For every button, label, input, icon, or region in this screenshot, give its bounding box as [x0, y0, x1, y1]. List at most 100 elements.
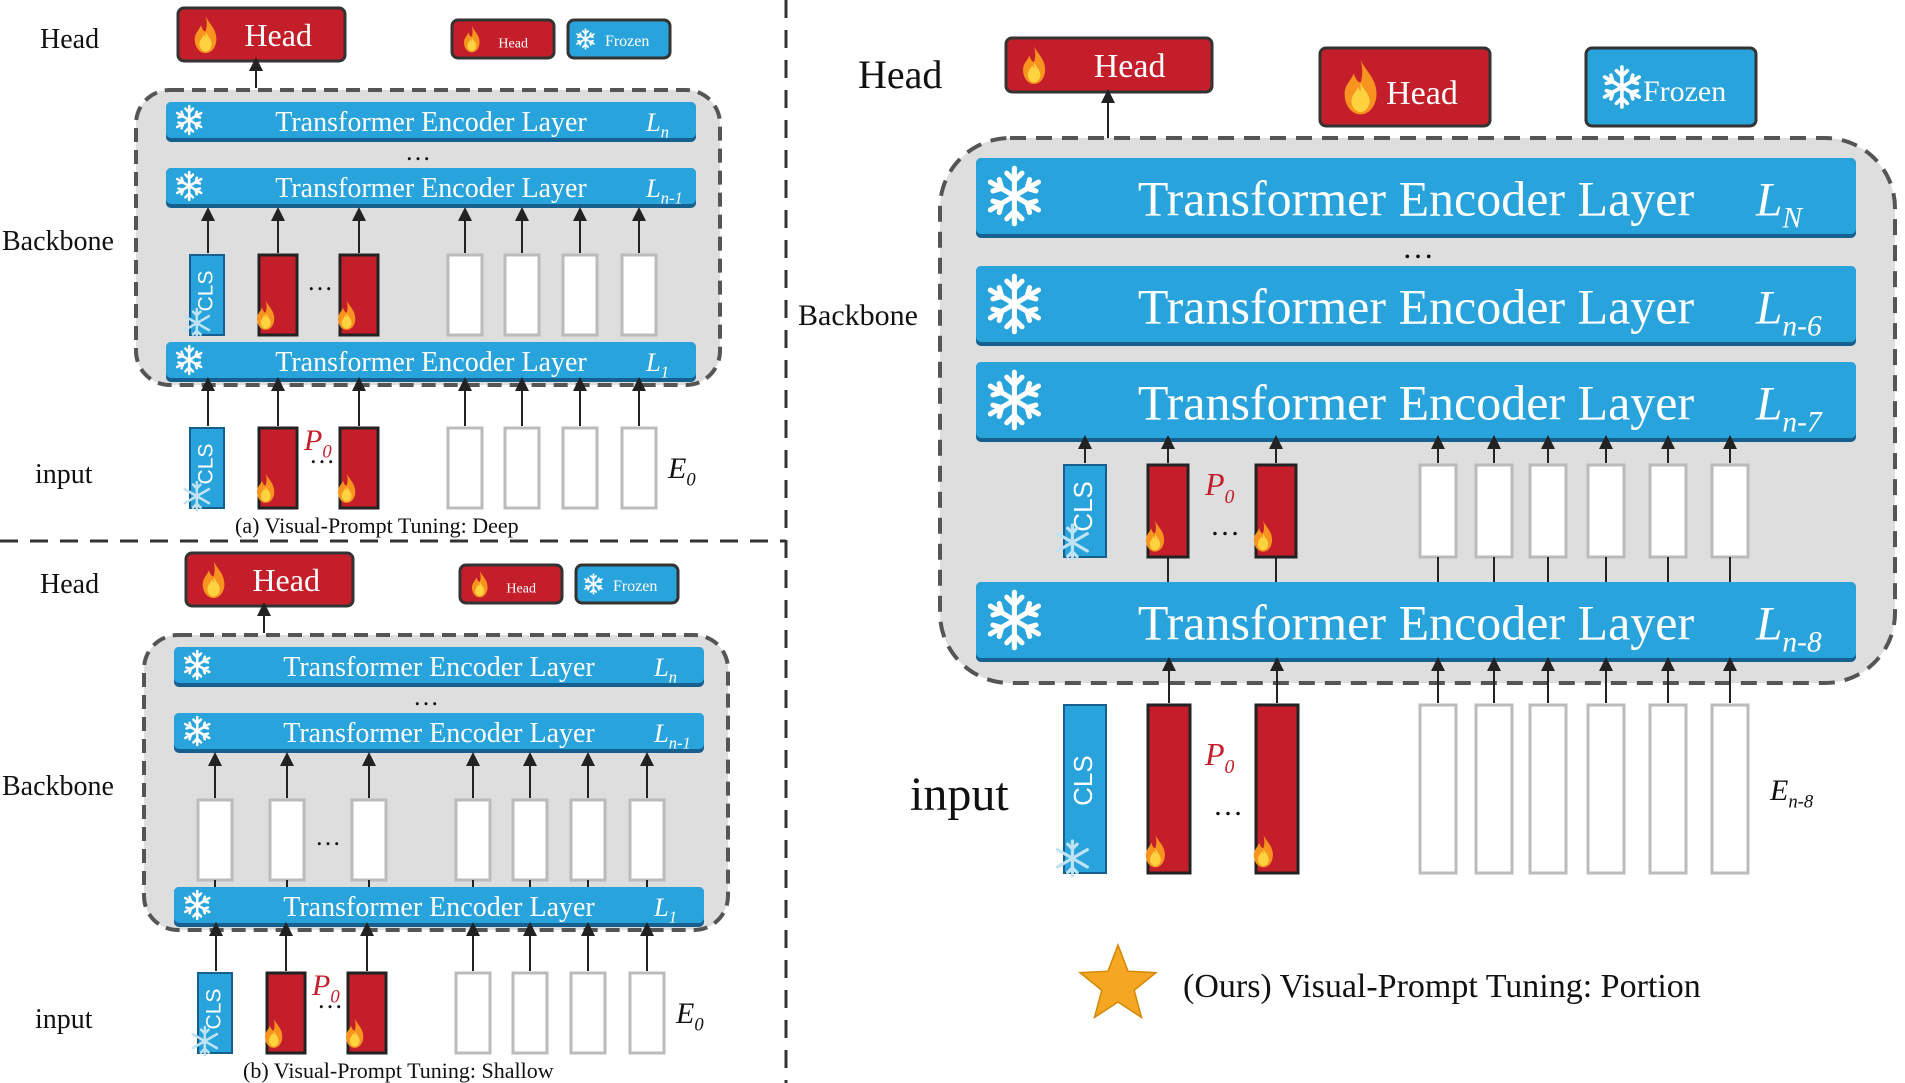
head-label: Head — [40, 24, 99, 55]
input-prompt-token — [1253, 703, 1300, 875]
layer-label: Transformer Encoder Layer — [1138, 375, 1695, 431]
layer-dots: … — [405, 137, 431, 166]
layer-dots: … — [1402, 229, 1434, 265]
frozen-box — [566, 18, 672, 60]
input-label: input — [35, 1004, 93, 1035]
frozen-label: Frozen — [1643, 75, 1726, 108]
layer-index: Ln — [645, 107, 669, 142]
patch-token-box — [350, 798, 388, 882]
token-dots: … — [1210, 509, 1240, 542]
cls-label: CLS — [203, 988, 226, 1029]
input-patch-token — [628, 971, 666, 1055]
patch-token-box — [454, 798, 492, 882]
patch-token-box — [454, 971, 492, 1055]
input-patch-token — [1648, 703, 1688, 875]
patch-token-box — [620, 426, 658, 510]
legend-head: Head — [1318, 46, 1492, 128]
patch-token-box — [1474, 703, 1514, 875]
patch-token-box — [620, 253, 658, 337]
frozen-label: Frozen — [605, 33, 649, 50]
input-patch-token — [446, 426, 484, 510]
patch-token-box — [1474, 463, 1514, 559]
inner-patch-token — [1586, 463, 1626, 559]
patch-token-box — [569, 971, 607, 1055]
input-cls-token: CLS — [191, 972, 233, 1057]
head-button-label: Head — [1386, 75, 1458, 112]
input-cls-token: CLS — [183, 427, 225, 512]
input-patch-token — [1586, 703, 1626, 875]
patch-token-box — [268, 798, 306, 882]
patch-token-box — [511, 971, 549, 1055]
frozen-box — [1584, 46, 1758, 128]
inner-patch-token — [628, 798, 666, 882]
legend-frozen: Frozen — [566, 18, 672, 60]
input-patch-token — [503, 426, 541, 510]
layer-label: Transformer Encoder Layer — [1138, 279, 1695, 335]
inner-cls-token: CLS — [183, 254, 225, 339]
prompt-label: P0 — [311, 969, 340, 1008]
input-cls-token: CLS — [1055, 704, 1107, 878]
inner-patch-token — [569, 798, 607, 882]
panel-caption: (Ours) Visual-Prompt Tuning: Portion — [1183, 968, 1701, 1005]
patch-token-box — [628, 971, 666, 1055]
inner-patch-token — [1710, 463, 1750, 559]
head-button-label: Head — [1094, 48, 1166, 85]
token-dots: … — [307, 267, 333, 296]
patch-token-box — [1586, 703, 1626, 875]
patch-token-box — [1648, 703, 1688, 875]
inner-patch-token — [1474, 463, 1514, 559]
inner-patch-token — [454, 798, 492, 882]
input-patch-token — [620, 426, 658, 510]
layer-body — [976, 362, 1856, 438]
layer-index: L1 — [645, 347, 669, 382]
input-patch-token — [511, 971, 549, 1055]
patch-token-box — [196, 798, 234, 882]
prompt-label: P0 — [303, 424, 332, 463]
patch-token-box — [446, 426, 484, 510]
inner-patch-token — [1528, 463, 1568, 559]
layer-label: Transformer Encoder Layer — [1138, 595, 1695, 651]
embedding-label: E0 — [667, 452, 696, 491]
inner-patch-token — [446, 253, 484, 337]
patch-token-box — [561, 426, 599, 510]
layer-index: Ln-1 — [645, 173, 683, 208]
input-prompt-token — [338, 426, 380, 510]
layer-index: Ln-1 — [653, 718, 691, 753]
head-output: Head — [176, 6, 347, 63]
head-button-label: Head — [244, 17, 312, 53]
prompt-label-inner: P0 — [1204, 466, 1235, 508]
input-patch-token — [1474, 703, 1514, 875]
legend-frozen: Frozen — [574, 563, 680, 605]
layer-body — [166, 342, 696, 378]
patch-token-box — [1586, 463, 1626, 559]
panel-caption: (b) Visual-Prompt Tuning: Shallow — [243, 1058, 554, 1083]
input-patch-token — [1528, 703, 1568, 875]
embedding-label: E0 — [675, 997, 704, 1036]
head-label: Head — [858, 52, 942, 97]
prompt-label: P0 — [1204, 736, 1235, 778]
layer-body — [174, 887, 704, 923]
layer-index: LN — [1755, 175, 1803, 235]
input-prompt-token — [346, 971, 388, 1055]
cls-label: CLS — [195, 270, 218, 311]
input-prompt-token — [1145, 703, 1192, 875]
input-patch-token — [569, 971, 607, 1055]
head-output: Head — [184, 551, 355, 608]
inner-prompt-token — [1145, 463, 1190, 559]
input-dots: … — [1213, 789, 1243, 822]
layer-index: Ln-6 — [1755, 283, 1822, 343]
layer-label: Transformer Encoder Layer — [1138, 171, 1695, 227]
layer-dots: … — [413, 682, 439, 711]
legend-head: Head — [458, 563, 564, 605]
input-prompt-token — [257, 426, 299, 510]
patch-token-box — [1528, 463, 1568, 559]
input-dots: … — [317, 985, 343, 1014]
patch-token-box — [1418, 463, 1458, 559]
inner-patch-token — [561, 253, 599, 337]
